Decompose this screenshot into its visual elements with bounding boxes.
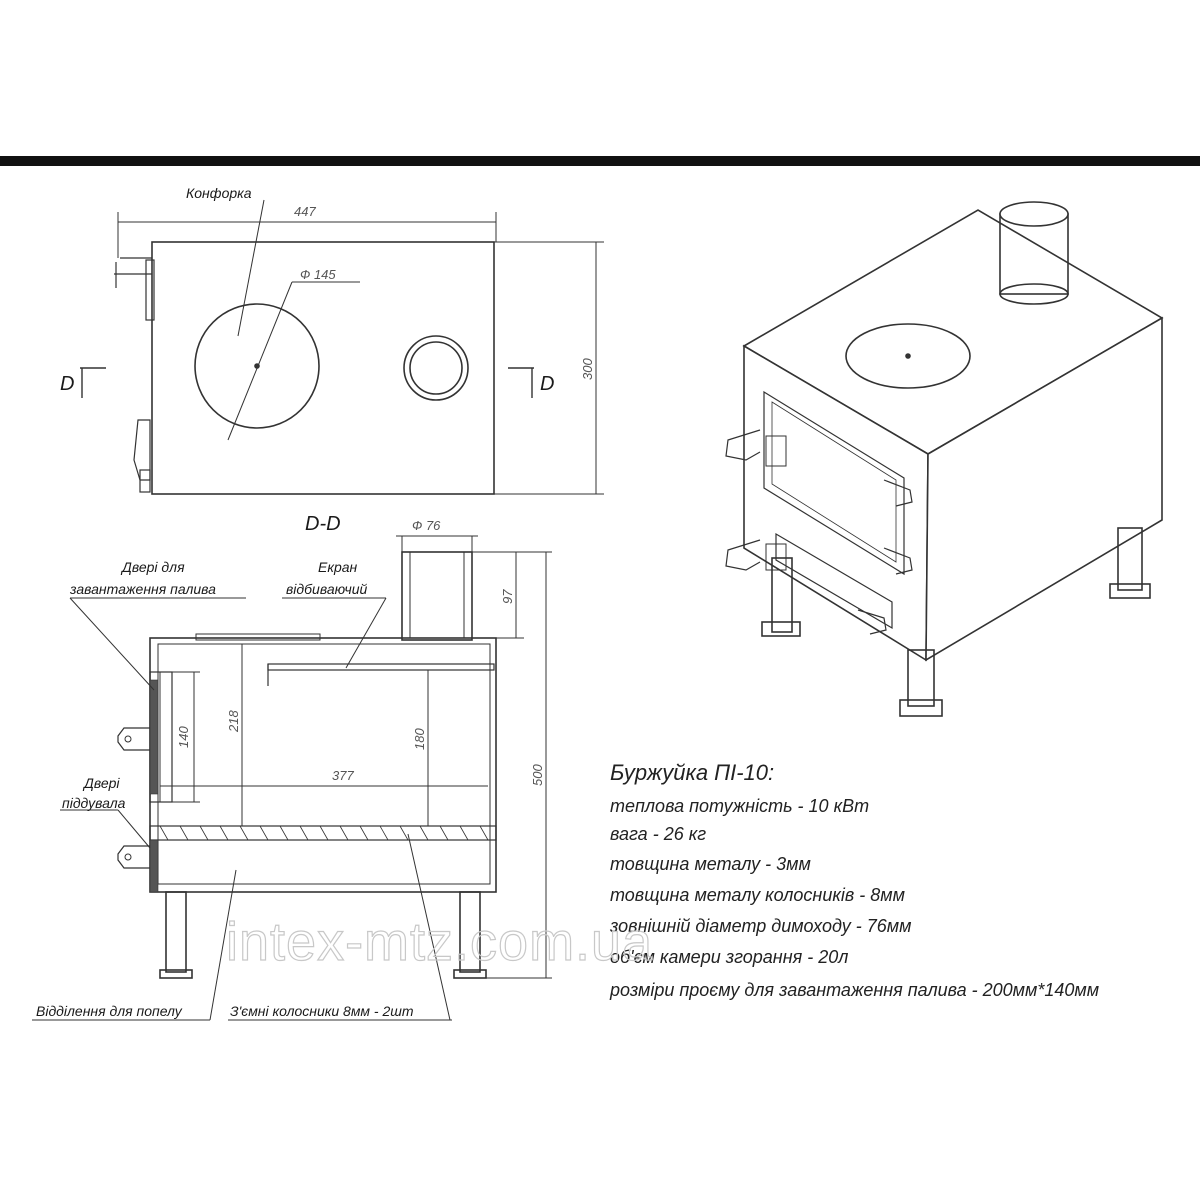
total-height-dimension: 500 bbox=[530, 764, 545, 786]
chimney-ring-outer bbox=[403, 335, 469, 401]
chimney-pipe bbox=[401, 551, 473, 641]
chamber-height-dimension: 218 bbox=[226, 710, 241, 733]
top-width-dimension: 447 bbox=[294, 204, 316, 219]
spec-block: Буржуйка ПІ-10: теплова потужність - 10 … bbox=[609, 760, 1099, 1000]
iso-ash-door bbox=[775, 532, 893, 630]
inner-length-dimension: 377 bbox=[332, 768, 354, 783]
top-height-dimension: 300 bbox=[580, 358, 595, 380]
ash-door bbox=[149, 839, 159, 893]
iso-leg-front-right bbox=[907, 649, 935, 707]
spec-line: теплова потужність - 10 кВт bbox=[610, 796, 869, 816]
iso-leg-back-right bbox=[1117, 527, 1143, 591]
section-view bbox=[60, 535, 552, 1021]
burner-circle bbox=[194, 303, 320, 429]
leg-left bbox=[165, 891, 187, 973]
screen-gap-dimension: 180 bbox=[412, 728, 427, 750]
reflector-screen bbox=[267, 663, 495, 671]
screen-label-line2: відбиваючий bbox=[286, 581, 368, 597]
stove-side-face bbox=[925, 316, 1163, 662]
fuel-door-label-line1: Двері для bbox=[120, 559, 185, 575]
header-rule bbox=[0, 156, 1200, 166]
section-title: D-D bbox=[305, 513, 341, 535]
iso-leg-front-left bbox=[771, 557, 793, 633]
grate-bar bbox=[149, 825, 497, 841]
chimney-ring-inner bbox=[409, 341, 463, 395]
top-view bbox=[80, 199, 604, 495]
watermark: intex-mtz.com.ua bbox=[226, 912, 653, 972]
ash-compartment-label: Відділення для попелу bbox=[36, 1003, 183, 1019]
spec-line: об'єм камери згорання - 20л bbox=[610, 947, 848, 967]
grates-label: З'ємні колосники 8мм - 2шт bbox=[230, 1003, 414, 1019]
burner-label: Конфорка bbox=[186, 185, 252, 201]
burner-diameter-dimension: Ф 145 bbox=[300, 267, 336, 282]
ash-door-label-line2: піддувала bbox=[62, 795, 126, 811]
chimney-height-dimension: 97 bbox=[500, 589, 515, 604]
section-mark-left: D bbox=[60, 373, 74, 395]
iso-fuel-door bbox=[763, 390, 905, 576]
ash-door-label-line1: Двері bbox=[82, 775, 120, 791]
section-mark-right: D bbox=[540, 373, 554, 395]
top-view-outline bbox=[151, 241, 495, 495]
fuel-door-label-line2: завантаження палива bbox=[69, 581, 216, 597]
screen-label-line1: Екран bbox=[318, 559, 358, 575]
spec-line: зовнішній діаметр димоходу - 76мм bbox=[609, 916, 911, 936]
spec-line: розміри проєму для завантаження палива -… bbox=[609, 980, 1099, 1000]
chimney-diameter-dimension: Ф 76 bbox=[412, 518, 441, 533]
spec-line: вага - 26 кг bbox=[610, 824, 706, 844]
isometric-view bbox=[725, 201, 1164, 717]
spec-line: товщина металу - 3мм bbox=[610, 854, 811, 874]
spec-line: товщина металу колосників - 8мм bbox=[610, 885, 905, 905]
iso-burner bbox=[845, 323, 971, 389]
section-body bbox=[149, 637, 497, 893]
door-height-dimension: 140 bbox=[176, 726, 191, 748]
leg-right bbox=[459, 891, 481, 973]
spec-title: Буржуйка ПІ-10: bbox=[610, 760, 774, 785]
